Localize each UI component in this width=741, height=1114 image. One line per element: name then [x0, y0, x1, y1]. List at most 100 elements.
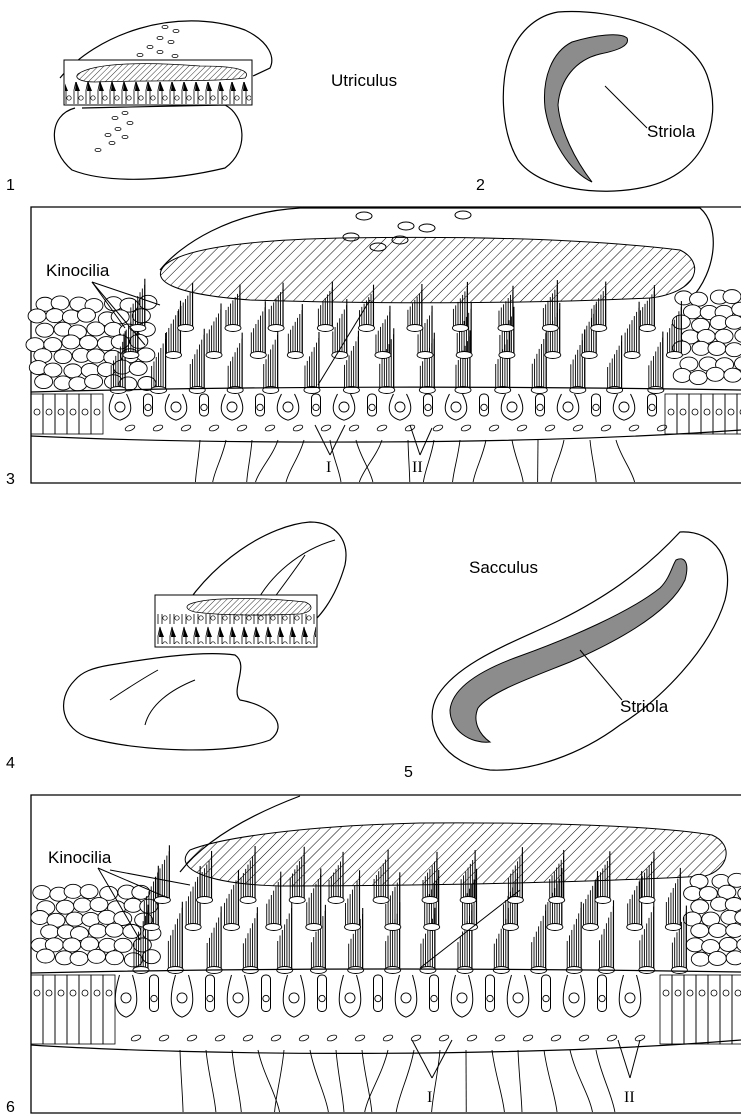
cuticular-plate: [373, 897, 389, 904]
panel-2: Striola 2: [476, 12, 713, 194]
supporting-cell-nucleus: [516, 424, 527, 432]
supporting-cell: [660, 975, 672, 1044]
type-1-label-3: I: [326, 459, 331, 476]
hair-cell-nucleus: [401, 993, 411, 1003]
supporting-cell-nucleus: [711, 990, 717, 996]
utricle-otolith-membrane: [77, 64, 247, 82]
supporting-cell-top: [708, 341, 726, 355]
supporting-cell: [67, 975, 79, 1044]
cuticular-plate: [306, 924, 322, 931]
type-1-hair-cell: [339, 975, 361, 1017]
hair-cell-nucleus: [369, 404, 375, 410]
panel-4: 4: [6, 522, 346, 772]
nerve-fiber: [195, 440, 200, 482]
supporting-cell-top: [139, 295, 157, 309]
nerve-fiber: [232, 1050, 241, 1112]
supporting-cell-nucleus: [663, 990, 669, 996]
type-1-hair-cell: [563, 975, 585, 1017]
utricle-striola: [544, 35, 627, 182]
hair-cell-nucleus: [537, 404, 543, 410]
hair-bundle: [304, 332, 320, 393]
supporting-cell-top: [725, 897, 741, 911]
nerve-fiber: [247, 440, 252, 482]
hair-cell-nucleus: [345, 993, 355, 1003]
hair-bundle: [495, 329, 511, 394]
cuticular-plate: [223, 924, 239, 931]
hair-cell-nucleus: [599, 995, 605, 1001]
hair-bundle: [287, 304, 303, 358]
cuticular-plate: [452, 325, 468, 332]
hair-cell-nucleus: [487, 995, 493, 1001]
nerve-fiber: [616, 440, 635, 482]
supporting-cell: [713, 394, 725, 434]
hair-cell-nucleus: [375, 995, 381, 1001]
supporting-cell-top: [70, 951, 88, 965]
supporting-cell-nucleus: [242, 1034, 253, 1042]
supporting-cell: [672, 975, 684, 1044]
type-2-label-3: II: [412, 459, 423, 476]
hair-bundle: [379, 328, 395, 393]
supporting-cell: [732, 975, 741, 1044]
hair-bundle: [531, 328, 547, 393]
supporting-cell-top: [80, 336, 98, 350]
hair-cell-nucleus: [257, 404, 263, 410]
nerve-fiber: [453, 440, 460, 482]
hair-cell-nucleus: [543, 995, 549, 1001]
cuticular-plate: [385, 967, 401, 974]
supporting-cell: [708, 975, 720, 1044]
cuticular-plate: [206, 352, 222, 359]
supporting-cell-nucleus: [152, 424, 163, 432]
nerve-fibers-6: [180, 1050, 615, 1112]
supporting-cell-top: [690, 292, 708, 306]
type-1-hair-cell: [501, 394, 523, 420]
supporting-cell-nucleus: [728, 409, 734, 415]
cuticular-plate: [225, 325, 241, 332]
cuticular-plate: [268, 325, 284, 332]
type-2-hair-cell: [598, 975, 607, 1012]
supporting-cell-nucleus: [208, 424, 219, 432]
striola-leader-line-2: [580, 650, 622, 700]
supporting-cell-nucleus: [656, 424, 667, 432]
cuticular-plate: [385, 924, 401, 931]
nerve-fiber: [408, 440, 410, 482]
hair-bundle: [277, 902, 293, 974]
hair-cell-nucleus: [457, 993, 467, 1003]
supporting-cell-top: [725, 343, 741, 357]
cuticular-plate: [250, 352, 266, 359]
hair-cell-nucleus: [227, 402, 237, 412]
cuticular-plate: [345, 924, 361, 931]
supporting-cell-top: [137, 348, 155, 362]
hair-bundle: [206, 906, 222, 973]
supporting-cell-nucleus: [34, 409, 40, 415]
supporting-cell-nucleus: [130, 1034, 141, 1042]
supporting-cell-top: [36, 323, 54, 337]
supporting-cell-nucleus: [158, 1034, 169, 1042]
cuticular-plate: [591, 325, 607, 332]
hair-cell-nucleus: [593, 404, 599, 410]
supporting-cell: [684, 975, 696, 1044]
supporting-cell-nucleus: [494, 1034, 505, 1042]
supporting-cell: [79, 975, 91, 1044]
supporting-cell-top: [85, 374, 103, 388]
utricle-lower-outline: [54, 105, 242, 179]
supporting-cell-nucleus: [70, 990, 76, 996]
type-1-hair-cell: [283, 975, 305, 1017]
supporting-cell-nucleus: [326, 1034, 337, 1042]
supporting-cell: [720, 975, 732, 1044]
cuticular-plate: [547, 924, 563, 931]
basement-membrane-3: [31, 430, 741, 442]
panel-number-6: 6: [6, 1099, 15, 1114]
hair-cell-nucleus: [121, 993, 131, 1003]
supporting-cell: [103, 975, 115, 1044]
supporting-cells-right-6: [683, 871, 741, 966]
cuticular-plate: [197, 897, 213, 904]
supporting-cell-nucleus: [628, 424, 639, 432]
striola-leader-line-1: [605, 86, 647, 128]
supporting-cell-top: [105, 923, 123, 937]
type-2-hair-cell: [144, 394, 153, 416]
type-2-hair-cell: [486, 975, 495, 1012]
otolith-membrane-3: [160, 237, 694, 302]
supporting-cell-top: [726, 951, 741, 965]
striola-label-1: Striola: [647, 122, 696, 141]
type-1-hair-cell: [507, 975, 529, 1017]
